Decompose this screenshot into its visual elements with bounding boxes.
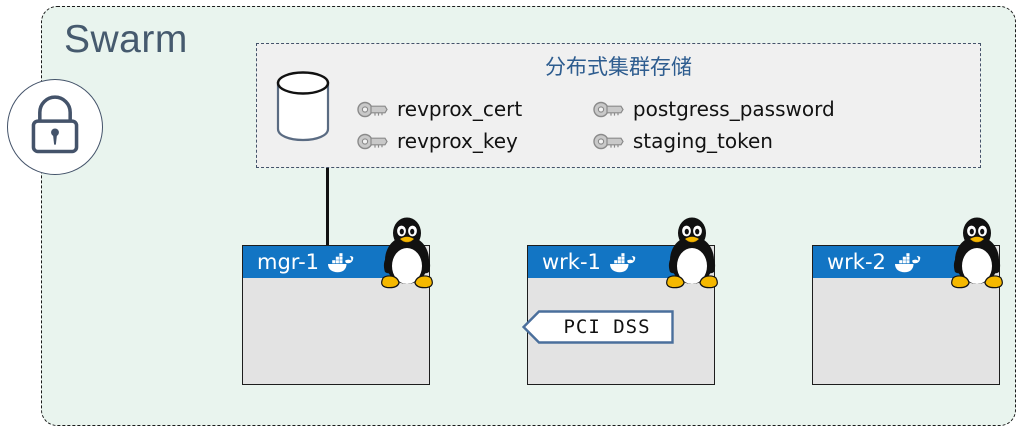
docker-whale-icon	[608, 252, 636, 273]
secret-name: revprox_cert	[397, 97, 523, 121]
secret-list: revprox_cert revprox_key	[357, 96, 890, 154]
secret-item[interactable]: revprox_key	[357, 128, 593, 154]
node-name: wrk-2	[827, 250, 886, 274]
node-header: wrk-1	[528, 246, 680, 278]
secret-item[interactable]: staging_token	[593, 128, 890, 154]
linux-tux-icon	[662, 216, 722, 289]
docker-whale-icon	[326, 252, 354, 273]
node-mgr-1[interactable]: mgr-1	[242, 217, 433, 385]
node-header: mgr-1	[243, 246, 395, 278]
linux-tux-icon	[377, 216, 437, 289]
secret-column-0: revprox_cert revprox_key	[357, 96, 593, 154]
secret-column-1: postgress_password staging_token	[593, 96, 890, 154]
node-wrk-1[interactable]: wrk-1	[522, 217, 718, 385]
secret-item[interactable]: revprox_cert	[357, 96, 593, 122]
secret-name: staging_token	[632, 129, 773, 153]
key-icon	[357, 133, 388, 150]
distributed-cluster-store-panel: 分布式集群存储 revprox_	[256, 43, 981, 168]
swarm-title: Swarm	[64, 18, 188, 61]
node-name: mgr-1	[257, 250, 320, 274]
node-name: wrk-1	[542, 250, 601, 274]
key-icon	[357, 101, 388, 118]
linux-tux-icon	[947, 216, 1007, 289]
secret-store-to-mgr1-link	[326, 168, 329, 246]
secret-store-title: 分布式集群存储	[545, 55, 692, 79]
secret-name: revprox_key	[397, 129, 518, 153]
database-cylinder-icon	[275, 70, 331, 142]
key-icon	[593, 101, 624, 118]
secret-name: postgress_password	[632, 97, 835, 121]
pci-dss-label: PCI DSS	[563, 316, 651, 338]
docker-whale-icon	[893, 252, 921, 273]
pci-dss-badge[interactable]: PCI DSS	[522, 310, 674, 344]
key-icon	[593, 133, 624, 150]
node-wrk-2[interactable]: wrk-2	[812, 217, 1003, 385]
secret-item[interactable]: postgress_password	[593, 96, 890, 122]
lock-badge-left	[7, 79, 103, 175]
node-header: wrk-2	[813, 246, 965, 278]
